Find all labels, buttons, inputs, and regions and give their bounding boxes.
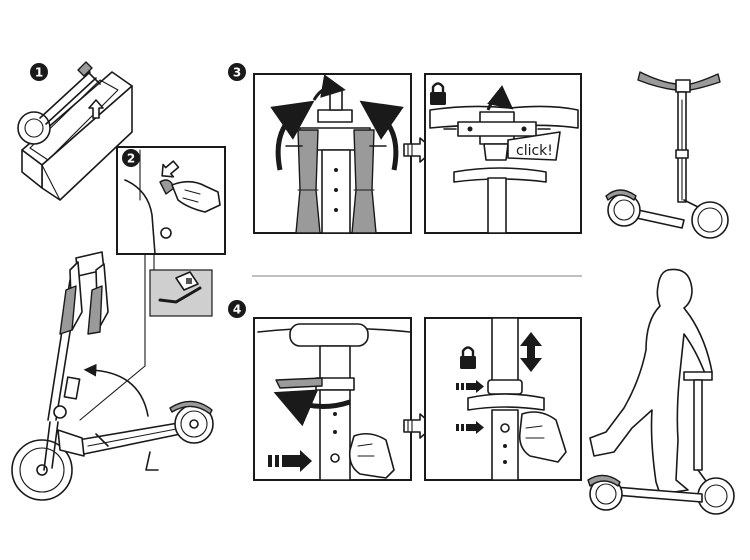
callout-line [79,253,146,421]
step-2-badge: 2 [122,149,140,167]
step-4-panel-b [424,317,582,481]
push-arrow-icon [161,160,180,178]
lock-icon-2 [460,346,476,369]
push-arrow-icon-b [456,380,484,393]
rotate-right-arrow-icon [359,100,404,171]
step-3-panel-a [253,73,412,234]
up-down-arrow-icon [520,332,542,372]
push-pin-arrow-icon [268,450,312,472]
assembled-scooter-illustration [605,71,729,239]
step-3-badge: 3 [228,63,246,81]
up-arrow-icon [88,99,104,119]
rider-on-scooter-illustration [587,268,735,515]
step-4-badge: 4 [228,300,246,318]
step-1-number: 1 [35,66,43,80]
push-arrow-icon-c [456,421,484,434]
step-2-number: 2 [127,152,135,166]
step-4-panel-a [253,317,412,481]
rotate-left-arrow-icon [270,100,315,171]
step-4-number: 4 [233,303,241,317]
step-1-badge: 1 [30,63,48,81]
step-3-panel-b: click! [424,73,582,234]
step-1-box-illustration [17,61,133,201]
click-label: click! [516,143,553,159]
rotate-lever-arrow-icon [273,389,351,427]
hex-key-inset [149,253,213,317]
fold-arrow-icon [83,363,149,417]
step-3-number: 3 [233,66,241,80]
scooter-unfolding-illustration [11,251,214,501]
lock-icon [430,82,446,105]
